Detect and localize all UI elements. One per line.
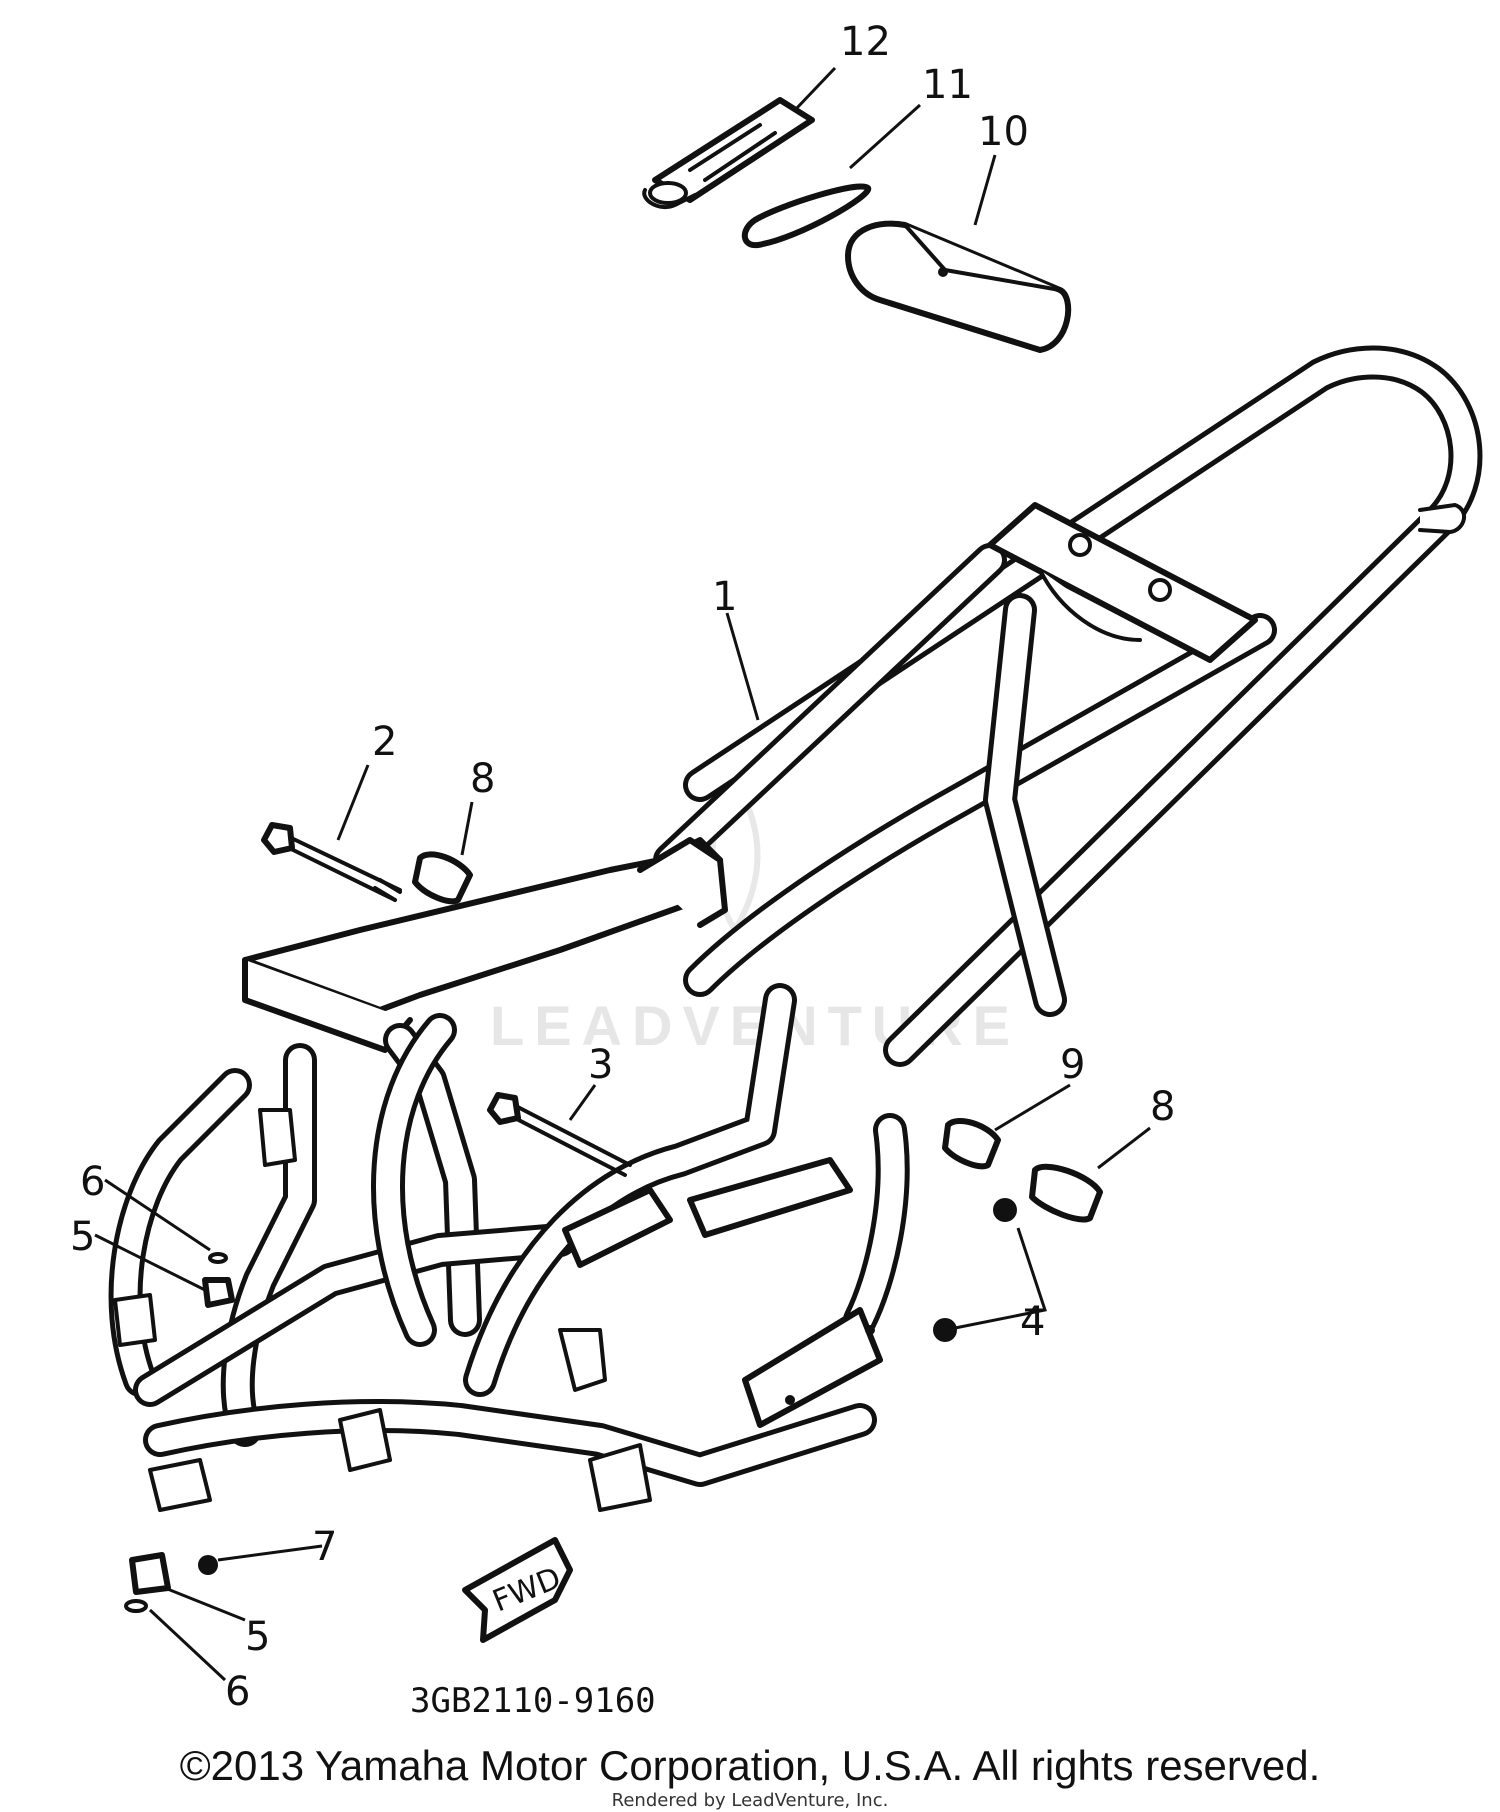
callout-6-lower: 6: [225, 1669, 250, 1715]
collar-part-8-lower: [1029, 1163, 1103, 1223]
callout-5-upper: 5: [70, 1214, 95, 1260]
main-frame-part-1: [108, 345, 1483, 1512]
bolt-part-3: [487, 1092, 632, 1177]
callout-3: 3: [588, 1042, 613, 1088]
tool-bag-part-12: [642, 97, 815, 210]
callout-10: 10: [978, 109, 1029, 155]
callout-11: 11: [922, 62, 973, 108]
bolt-part-2: [261, 822, 402, 902]
nut-part-4: [933, 1198, 1017, 1342]
callout-8-upper: 8: [470, 756, 495, 802]
callout-8-lower: 8: [1150, 1084, 1175, 1130]
callout-1: 1: [712, 574, 737, 620]
rendered-by-notice: Rendered by LeadVenture, Inc.: [611, 1790, 889, 1811]
callout-6-upper: 6: [80, 1159, 105, 1205]
callout-12: 12: [840, 19, 891, 65]
callout-2: 2: [372, 719, 397, 765]
strap-part-11: [741, 183, 872, 249]
copyright-notice: ©2013 Yamaha Motor Corporation, U.S.A. A…: [179, 1742, 1321, 1789]
collar-part-5: [129, 1277, 235, 1595]
callouts: 12 11 10 1 2 8 3 9 8 4 6 5 7 5 6: [70, 19, 1175, 1715]
callout-4: 4: [1020, 1299, 1045, 1345]
bolt-part-7: [198, 1555, 218, 1575]
callout-5-lower: 5: [245, 1614, 270, 1660]
callout-9: 9: [1060, 1042, 1085, 1088]
callout-7: 7: [312, 1524, 337, 1570]
collar-part-9: [942, 1118, 1001, 1170]
washer-part-6: [124, 1252, 228, 1613]
diagram-code: 3GB2110-9160: [410, 1681, 656, 1721]
forward-arrow-icon: FWD: [462, 1537, 573, 1643]
leader-lines: [94, 66, 1151, 1682]
collar-part-8-upper: [412, 851, 473, 905]
tool-case-part-10: [845, 220, 1072, 353]
